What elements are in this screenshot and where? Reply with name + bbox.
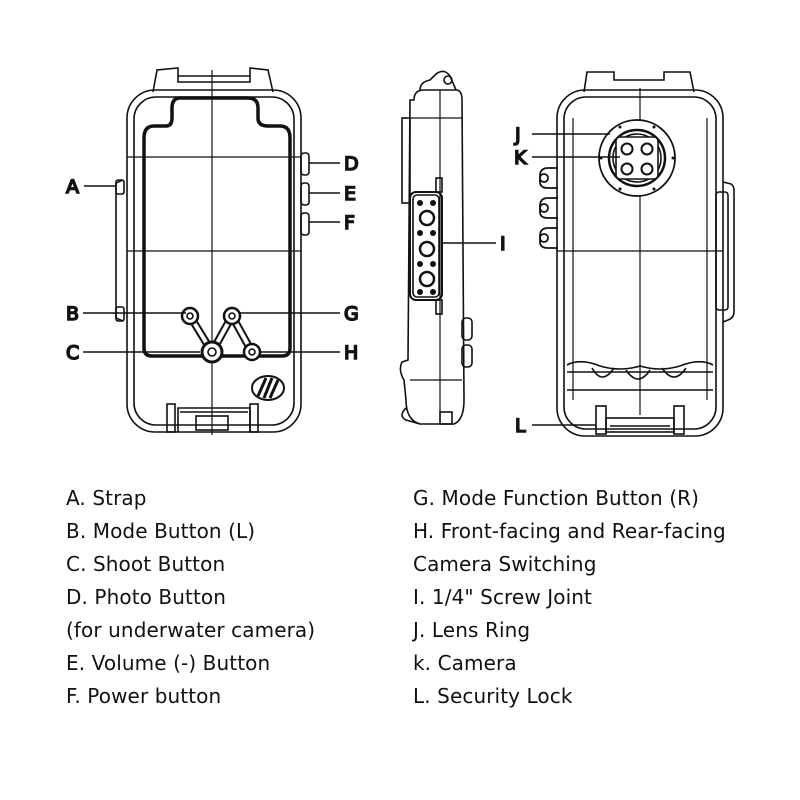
strap [115, 179, 124, 322]
legend-item-k: k. Camera [413, 651, 517, 675]
callout-j: J [514, 124, 521, 146]
legend-left: A. Strap B. Mode Button (L) C. Shoot But… [66, 482, 315, 713]
front-view [115, 67, 310, 435]
callout-d: D [344, 153, 359, 175]
back-leaders [532, 133, 620, 426]
legend-item-d: D. Photo Button [66, 585, 227, 609]
callout-f: F [344, 212, 355, 234]
legend-item-g: G. Mode Function Button (R) [413, 486, 700, 510]
legend-item-d-note: (for underwater camera) [66, 618, 316, 642]
callout-h: H [344, 342, 358, 364]
volume-button-shape [300, 182, 310, 206]
side-view [399, 70, 473, 425]
legend-item-a: A. Strap [66, 486, 147, 510]
legend-item-e: E. Volume (-) Button [66, 651, 271, 675]
photo-button-shape [300, 152, 310, 176]
legend-item-h-cont: Camera Switching [413, 552, 597, 576]
callout-i: I [500, 233, 506, 255]
back-view [539, 71, 735, 437]
callout-c: C [66, 342, 79, 364]
legend-item-c: C. Shoot Button [66, 552, 226, 576]
camera-module [615, 136, 659, 180]
legend-item-j: J. Lens Ring [413, 618, 531, 642]
legend-item-l: L. Security Lock [413, 684, 573, 708]
power-button-shape [300, 212, 310, 236]
legend-item-b: B. Mode Button (L) [66, 519, 256, 543]
legend-right: G. Mode Function Button (R) H. Front-fac… [413, 482, 726, 713]
screw-joint-plate [409, 191, 443, 301]
callout-g: G [344, 303, 359, 325]
callout-a: A [66, 176, 79, 198]
screen-window [142, 96, 292, 358]
callout-e: E [344, 183, 356, 205]
callout-b: B [66, 303, 79, 325]
legend-item-h: H. Front-facing and Rear-facing [413, 519, 726, 543]
front-leaders [83, 162, 340, 353]
callout-l: L [515, 415, 526, 437]
callout-k: K [514, 147, 527, 169]
legend-item-i: I. 1/4" Screw Joint [413, 585, 592, 609]
legend-item-f: F. Power button [66, 684, 222, 708]
waterproof-case-diagram: A B C D E F G H I [65, 67, 735, 438]
